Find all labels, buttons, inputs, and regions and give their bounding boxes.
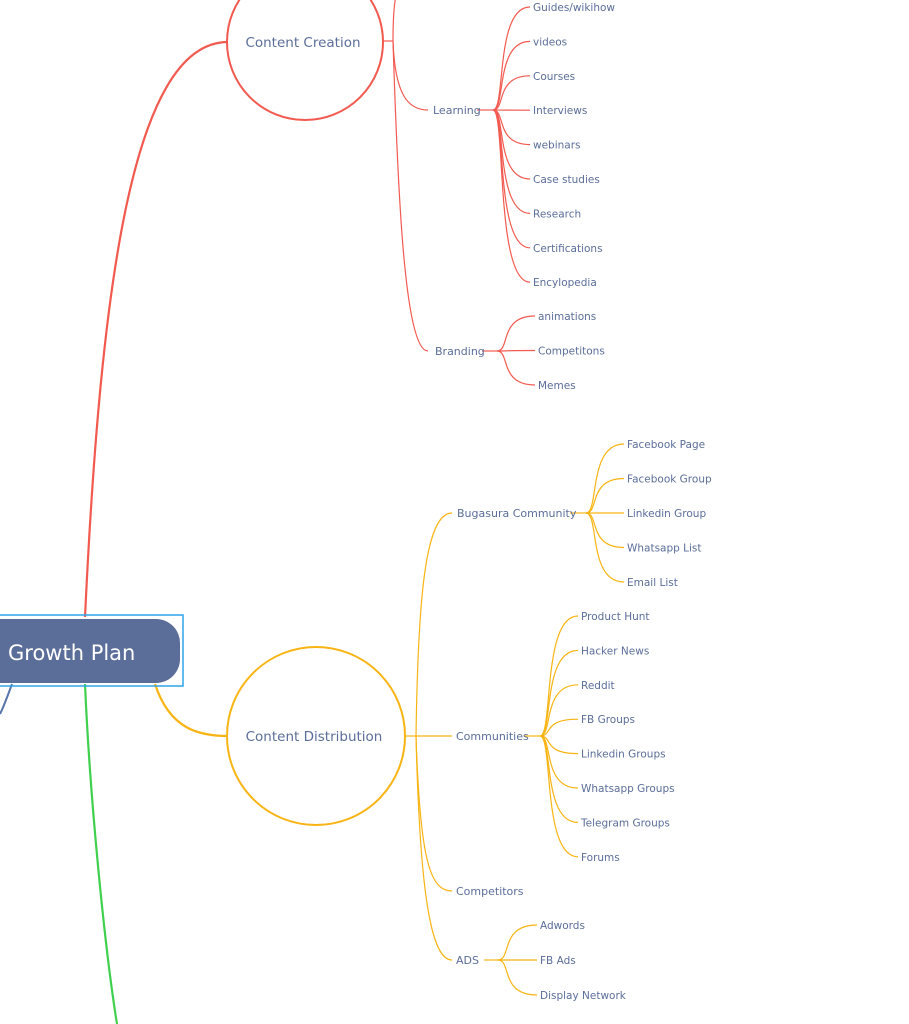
ads-edges — [497, 924, 538, 996]
communities-item-item[interactable]: Hacker News — [581, 645, 649, 657]
learning-item-edge — [492, 6, 531, 111]
branch-creation-line — [83, 40, 229, 618]
communities-item-item[interactable]: Linkedin Groups — [581, 749, 666, 761]
branch-blue-line — [0, 683, 13, 715]
community-item-item[interactable]: Linkedin Group — [627, 508, 706, 520]
community-item-item[interactable]: Whatsapp List — [627, 543, 702, 555]
learning-item-edge — [492, 75, 531, 111]
communities-item-item[interactable]: Forums — [581, 852, 620, 864]
ads-item-edge — [497, 924, 538, 961]
learning-item-item[interactable]: Case studies — [533, 174, 600, 186]
learning-item-item[interactable]: Encylopedia — [533, 277, 597, 289]
selection-frame — [0, 614, 184, 687]
ads-item-item[interactable]: Display Network — [540, 990, 627, 1002]
branding-item-edge — [496, 315, 536, 352]
learning-edges — [492, 6, 531, 283]
ads-item-item[interactable]: Adwords — [540, 920, 585, 932]
community-item-item[interactable]: Facebook Group — [627, 474, 712, 486]
branding-edges — [496, 315, 536, 386]
branding-item-item[interactable]: animations — [538, 311, 596, 323]
community-item-edge — [585, 477, 625, 514]
community-item-edge — [585, 512, 625, 583]
ads-label[interactable]: ADS — [456, 954, 479, 967]
communities-item-item[interactable]: FB Groups — [581, 714, 635, 726]
learning-item-item[interactable]: Research — [533, 208, 581, 220]
competitors-label[interactable]: Competitors — [456, 885, 524, 898]
learning-item-item[interactable]: Guides/wikihow — [533, 2, 615, 14]
community-item-edge — [585, 512, 625, 549]
branch-green-line — [83, 683, 119, 1024]
learning-item-item[interactable]: webinars — [533, 140, 581, 152]
branding-label[interactable]: Branding — [435, 345, 485, 358]
communities-item-edge — [539, 718, 579, 737]
communities-item-item[interactable]: Telegram Groups — [580, 817, 670, 829]
communities-item-edge — [539, 684, 579, 737]
communities-edges — [539, 615, 579, 858]
community-edges — [585, 443, 625, 583]
creation-connectors — [383, 0, 497, 352]
communities-item-item[interactable]: Product Hunt — [581, 611, 650, 623]
communities-item-edge — [539, 615, 579, 737]
communities-item-item[interactable]: Whatsapp Groups — [581, 783, 675, 795]
branch-distribution-line — [153, 683, 229, 738]
learning-item-edge — [492, 109, 531, 283]
communities-label[interactable]: Communities — [456, 730, 529, 743]
learning-item-item[interactable]: Certifications — [533, 243, 603, 255]
ads-item-item[interactable]: FB Ads — [540, 955, 576, 967]
communities-item-edge — [539, 649, 579, 737]
root-node[interactable]: Growth Plan — [0, 614, 184, 687]
learning-item-item[interactable]: Courses — [533, 71, 575, 83]
learning-item-edge — [492, 109, 531, 146]
learning-item-edge — [492, 40, 531, 111]
ads-item-edge — [497, 959, 538, 996]
branding-item-item[interactable]: Competitons — [538, 346, 605, 358]
content-creation-label: Content Creation — [245, 35, 360, 51]
learning-label[interactable]: Learning — [433, 104, 481, 117]
content-distribution-label: Content Distribution — [246, 729, 383, 745]
branding-item-item[interactable]: Memes — [538, 380, 576, 392]
content-creation-node[interactable]: Content Creation — [226, 0, 384, 121]
branding-item-edge — [496, 349, 536, 352]
bugasura-community-label[interactable]: Bugasura Community — [457, 507, 577, 520]
community-item-item[interactable]: Facebook Page — [627, 439, 705, 451]
branding-item-edge — [496, 350, 536, 386]
learning-item-item[interactable]: Interviews — [533, 105, 587, 117]
learning-item-item[interactable]: videos — [533, 36, 567, 48]
communities-item-edge — [539, 735, 579, 858]
content-distribution-node[interactable]: Content Distribution — [226, 646, 406, 826]
community-item-edge — [585, 443, 625, 514]
communities-item-item[interactable]: Reddit — [581, 680, 615, 692]
community-item-item[interactable]: Email List — [627, 577, 678, 589]
distribution-connectors — [405, 512, 586, 961]
root-label: Growth Plan — [8, 641, 135, 665]
